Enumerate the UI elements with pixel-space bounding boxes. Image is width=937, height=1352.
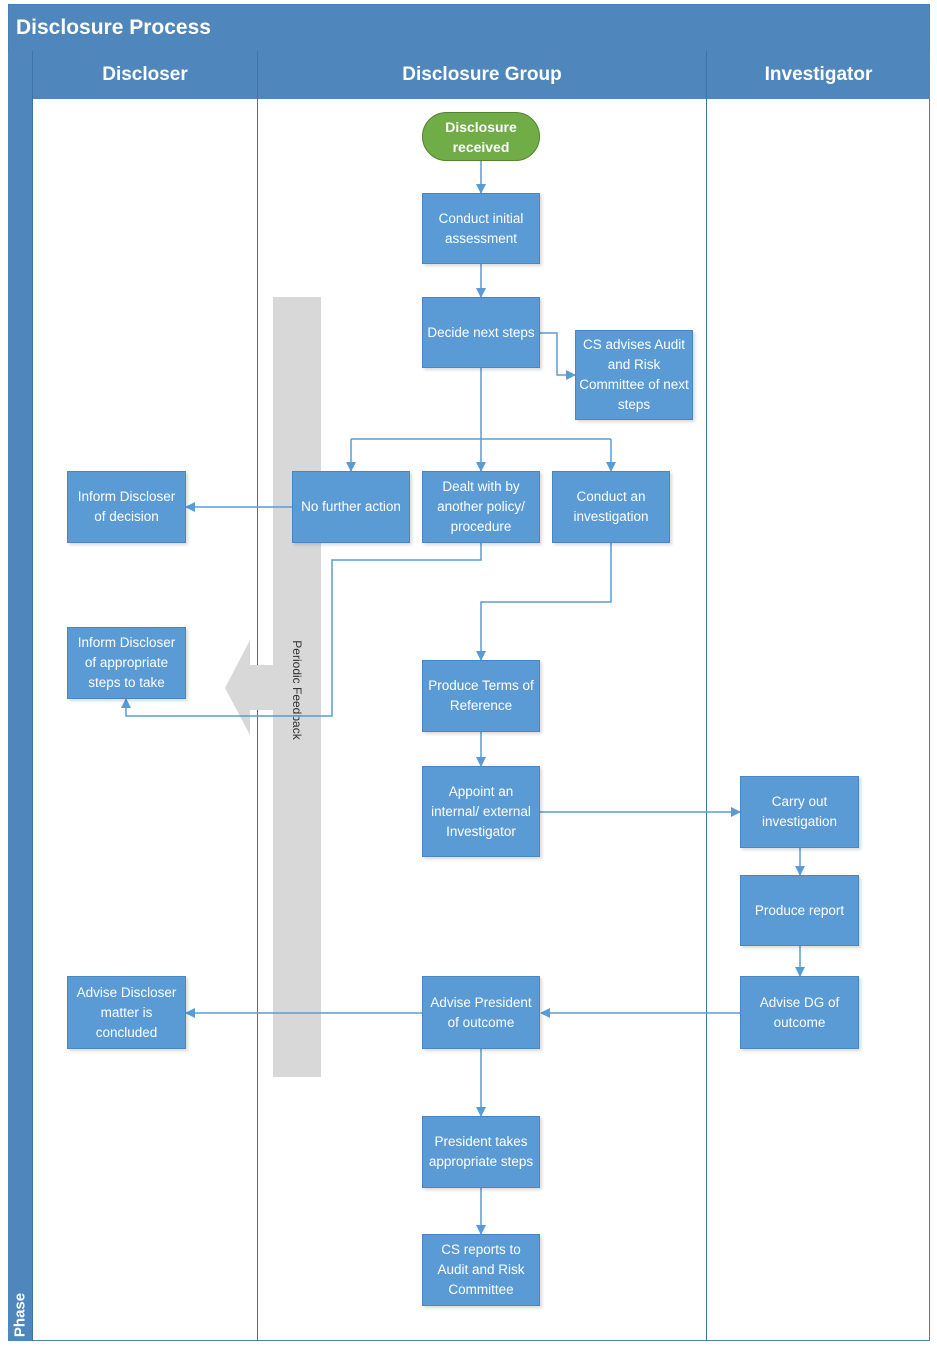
connector-policy-to-inform-steps: [121, 543, 482, 717]
step-inform-discloser-steps: Inform Discloser of appropriate steps to…: [67, 627, 186, 699]
connector-investigation-to-tor: [476, 543, 612, 661]
step-advise-president: Advise President of outcome: [422, 976, 540, 1049]
feedback-arrow-icon: [225, 640, 273, 735]
step-appoint-investigator: Appoint an internal/ external Investigat…: [422, 766, 540, 857]
step-produce-report: Produce report: [740, 875, 859, 946]
step-conduct-initial-assessment: Conduct initial assessment: [422, 193, 540, 264]
step-cs-advises-arc: CS advises Audit and Risk Committee of n…: [575, 330, 693, 420]
step-dealt-with-other-policy: Dealt with by another policy/ procedure: [422, 471, 540, 543]
step-decide-next-steps: Decide next steps: [422, 297, 540, 368]
step-advise-dg: Advise DG of outcome: [740, 976, 859, 1049]
step-carry-out-investigation: Carry out investigation: [740, 776, 859, 848]
lane-header-investigator: Investigator: [706, 51, 930, 99]
step-produce-terms-of-reference: Produce Terms of Reference: [422, 660, 540, 732]
connector-decide-to-cs-advises: [540, 332, 576, 380]
lane-header-disclosure-group: Disclosure Group: [257, 51, 706, 99]
lane-disclosure-group: [257, 99, 706, 1341]
step-inform-discloser-decision: Inform Discloser of decision: [67, 471, 186, 543]
step-conduct-investigation: Conduct an investigation: [552, 471, 670, 543]
periodic-feedback-bar: [273, 297, 321, 1077]
step-cs-reports-arc: CS reports to Audit and Risk Committee: [422, 1234, 540, 1306]
start-disclosure-received: Disclosure received: [422, 112, 540, 161]
step-no-further-action: No further action: [292, 471, 410, 543]
lane-discloser: [32, 99, 257, 1341]
diagram-title: Disclosure Process: [8, 4, 930, 51]
lane-header-discloser: Discloser: [32, 51, 257, 99]
step-advise-discloser-concluded: Advise Discloser matter is concluded: [67, 976, 186, 1049]
step-president-takes-steps: President takes appropriate steps: [422, 1116, 540, 1188]
lane-investigator: [706, 99, 930, 1341]
phase-bar: [8, 51, 32, 1341]
